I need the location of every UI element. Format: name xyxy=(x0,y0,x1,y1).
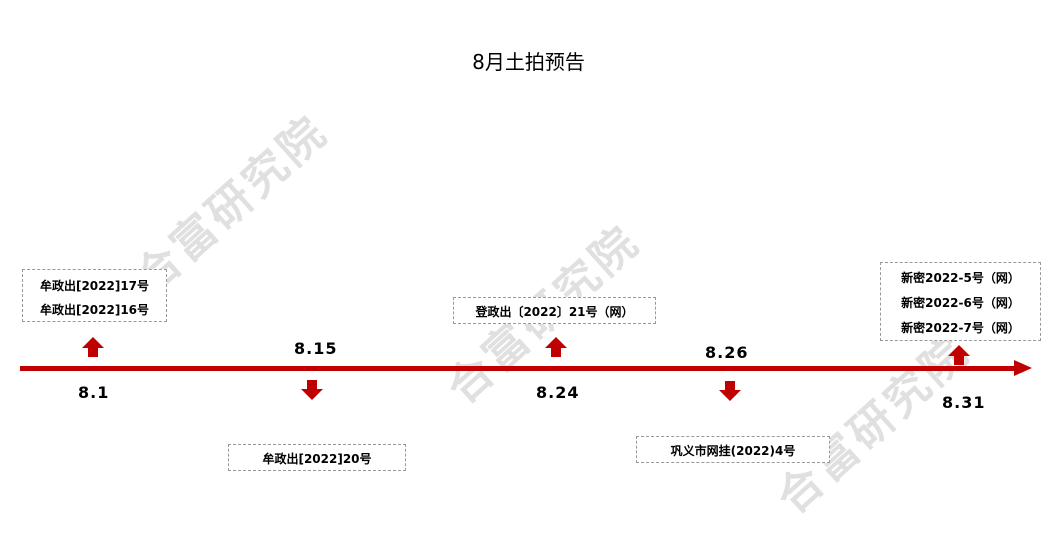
lot-box-8-26: 巩义市网挂(2022)4号 xyxy=(636,436,830,463)
event-date: 8.31 xyxy=(942,393,986,412)
timeline-arrowhead xyxy=(1014,360,1032,376)
event-date: 8.15 xyxy=(294,339,338,358)
lot-label: 牟政出[2022]16号 xyxy=(39,303,150,317)
lot-label: 新密2022-5号（网） xyxy=(901,271,1020,285)
up-arrow-icon xyxy=(82,337,104,357)
down-arrow-icon xyxy=(719,381,741,401)
lot-box-8-15: 牟政出[2022]20号 xyxy=(228,444,406,471)
timeline-axis xyxy=(20,366,1016,371)
up-arrow-icon xyxy=(948,345,970,365)
lot-label: 新密2022-7号（网） xyxy=(901,321,1020,335)
lot-label: 牟政出[2022]17号 xyxy=(39,279,150,293)
up-arrow-icon xyxy=(545,337,567,357)
lot-box-8-24: 登政出〔2022〕21号（网） xyxy=(453,297,656,324)
lot-box-8-31: 新密2022-5号（网） 新密2022-6号（网） 新密2022-7号（网） xyxy=(880,262,1041,341)
diagram-title: 8月土拍预告 xyxy=(472,50,585,74)
lot-label: 巩义市网挂(2022)4号 xyxy=(670,444,796,458)
lot-box-8-1: 牟政出[2022]17号 牟政出[2022]16号 xyxy=(22,269,167,322)
lot-label: 牟政出[2022]20号 xyxy=(262,452,372,466)
event-date: 8.24 xyxy=(536,383,580,402)
lot-label: 新密2022-6号（网） xyxy=(901,296,1020,310)
lot-label: 登政出〔2022〕21号（网） xyxy=(475,305,634,319)
event-date: 8.1 xyxy=(78,383,110,402)
event-date: 8.26 xyxy=(705,343,749,362)
down-arrow-icon xyxy=(301,380,323,400)
